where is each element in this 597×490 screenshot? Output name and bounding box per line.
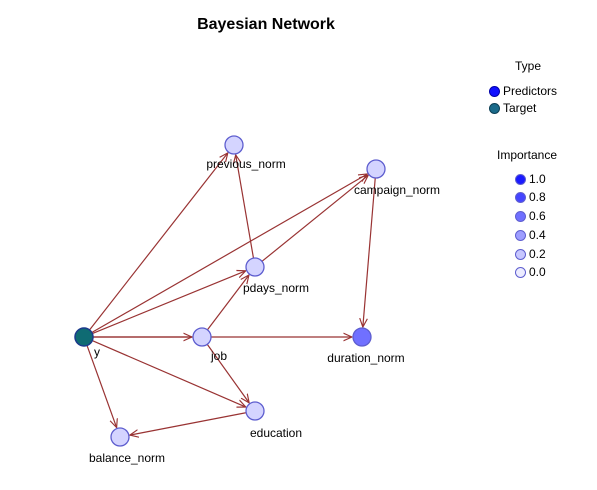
legend-importance-label: 1.0 bbox=[529, 172, 546, 186]
importance-swatch-icon bbox=[515, 248, 526, 260]
legend-importance-label: 0.4 bbox=[529, 228, 546, 242]
legend-label-target: Target bbox=[503, 101, 537, 115]
node-job[interactable] bbox=[192, 327, 212, 347]
edge-pdays_norm-to-previous_norm bbox=[236, 155, 255, 260]
node-pdays_norm[interactable] bbox=[245, 257, 265, 277]
legend-importance-0-4: 0.4 bbox=[515, 228, 546, 242]
legend-item-target: Target bbox=[489, 101, 536, 115]
diagram-title: Bayesian Network bbox=[197, 16, 335, 33]
importance-swatch-icon bbox=[515, 266, 526, 278]
importance-swatch-icon bbox=[515, 173, 526, 185]
edge-y-to-previous_norm bbox=[88, 153, 228, 332]
nodes-layer bbox=[74, 135, 386, 447]
importance-swatch-icon bbox=[515, 229, 526, 241]
node-label-job: job bbox=[210, 349, 227, 363]
edge-job-to-education bbox=[206, 343, 250, 403]
edge-y-to-balance_norm bbox=[86, 344, 117, 428]
legend-item-predictors: Predictors bbox=[489, 84, 557, 98]
legend-importance-1-0: 1.0 bbox=[515, 172, 546, 186]
legend-importance-label: 0.0 bbox=[529, 265, 546, 279]
node-label-pdays_norm: pdays_norm bbox=[243, 281, 309, 295]
importance-swatch-icon bbox=[515, 191, 526, 203]
node-previous_norm[interactable] bbox=[224, 135, 244, 155]
edge-campaign_norm-to-duration_norm bbox=[363, 176, 376, 327]
legend-type-title: Type bbox=[515, 59, 542, 73]
node-y[interactable] bbox=[74, 327, 94, 347]
legend-importance-label: 0.2 bbox=[529, 247, 546, 261]
legend-importance-0-0: 0.0 bbox=[515, 265, 546, 279]
edge-y-to-education bbox=[91, 339, 245, 407]
node-campaign_norm[interactable] bbox=[366, 159, 386, 179]
target-swatch-icon bbox=[489, 102, 500, 114]
legend-importance-0-8: 0.8 bbox=[515, 190, 546, 204]
edge-y-to-campaign_norm bbox=[90, 174, 367, 334]
legend-importance-0-2: 0.2 bbox=[515, 247, 546, 261]
node-label-y: y bbox=[94, 345, 100, 359]
node-label-education: education bbox=[250, 426, 302, 440]
node-education[interactable] bbox=[245, 401, 265, 421]
predictors-swatch-icon bbox=[489, 85, 500, 97]
node-label-previous_norm: previous_norm bbox=[206, 157, 285, 171]
labels-layer: y previous_norm campaign_norm pdays_normjob… bbox=[89, 157, 440, 465]
node-balance_norm[interactable] bbox=[110, 427, 130, 447]
edge-pdays_norm-to-campaign_norm bbox=[260, 175, 368, 263]
legend-importance-0-6: 0.6 bbox=[515, 209, 546, 223]
legend-importance-label: 0.8 bbox=[529, 190, 546, 204]
legend-importance-title: Importance bbox=[497, 148, 558, 162]
edge-education-to-balance_norm bbox=[130, 411, 248, 436]
edge-job-to-pdays_norm bbox=[206, 275, 249, 331]
importance-swatch-icon bbox=[515, 210, 526, 222]
legend-label-predictors: Predictors bbox=[503, 84, 558, 98]
node-label-balance_norm: balance_norm bbox=[89, 451, 165, 465]
node-label-campaign_norm: campaign_norm bbox=[354, 183, 440, 197]
edge-y-to-pdays_norm bbox=[91, 271, 245, 335]
edges-layer bbox=[86, 153, 376, 436]
node-duration_norm[interactable] bbox=[352, 327, 372, 347]
node-label-duration_norm: duration_norm bbox=[327, 351, 404, 365]
legend-importance-label: 0.6 bbox=[529, 209, 546, 223]
